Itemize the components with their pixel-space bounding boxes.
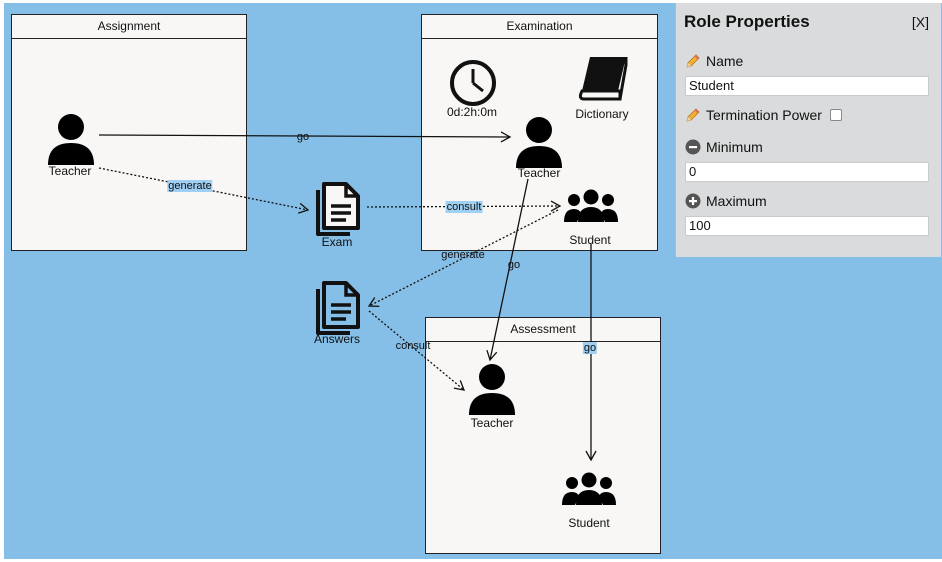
name-field[interactable]: Student xyxy=(685,76,929,96)
role-label-student[interactable]: Student xyxy=(568,516,610,530)
role-label-student[interactable]: Student xyxy=(569,233,611,247)
name-label: Name xyxy=(706,53,744,69)
clock-icon[interactable] xyxy=(448,58,498,108)
role-label-teacher[interactable]: Teacher xyxy=(470,416,514,430)
edge-go-assignment-examination[interactable] xyxy=(98,131,512,143)
person-icon[interactable] xyxy=(514,116,564,168)
minus-circle-icon[interactable] xyxy=(685,139,701,155)
name-row-label: Name xyxy=(685,53,743,69)
person-icon[interactable] xyxy=(46,113,96,165)
resource-label-answers[interactable]: Answers xyxy=(313,332,361,346)
pencil-icon xyxy=(686,54,700,68)
resource-label-dictionary[interactable]: Dictionary xyxy=(575,107,629,121)
group-icon[interactable] xyxy=(561,471,617,507)
edge-label-go[interactable]: go xyxy=(582,342,598,354)
plus-circle-icon[interactable] xyxy=(685,193,701,209)
edge-label-consult[interactable]: consult xyxy=(395,340,431,352)
edge-label-go[interactable]: go xyxy=(296,131,310,143)
maximum-field[interactable]: 100 xyxy=(685,216,929,236)
group-icon[interactable] xyxy=(563,188,619,224)
scene-title[interactable]: Assignment xyxy=(12,15,246,39)
maximum-label: Maximum xyxy=(706,193,767,209)
close-button[interactable]: [X] xyxy=(911,14,929,30)
resource-label-exam[interactable]: Exam xyxy=(321,235,353,249)
role-properties-panel: Role Properties [X] Name Student Termina… xyxy=(675,3,941,257)
termination-row: Termination Power xyxy=(685,107,842,123)
minimum-field[interactable]: 0 xyxy=(685,162,929,182)
person-icon[interactable] xyxy=(467,363,517,415)
role-label-teacher[interactable]: Teacher xyxy=(48,164,92,178)
edge-go-teacher-assessment[interactable] xyxy=(486,178,529,362)
book-icon[interactable] xyxy=(576,53,632,105)
edge-label-consult[interactable]: consult xyxy=(445,201,483,213)
maximum-row-label: Maximum xyxy=(685,193,767,209)
edge-label-generate[interactable]: generate xyxy=(441,249,485,261)
termination-power-checkbox[interactable] xyxy=(829,109,842,121)
role-label-teacher[interactable]: Teacher xyxy=(517,166,561,180)
minimum-label: Minimum xyxy=(706,139,763,155)
termination-power-label: Termination Power xyxy=(706,107,822,123)
document-icon[interactable] xyxy=(310,279,366,335)
edge-label-generate[interactable]: generate xyxy=(167,180,213,192)
scene-assessment[interactable]: Assessment xyxy=(425,317,661,554)
minimum-row-label: Minimum xyxy=(685,139,763,155)
scene-title[interactable]: Assessment xyxy=(426,318,660,342)
edge-consult-answers[interactable] xyxy=(368,310,466,391)
edge-generate-answers[interactable] xyxy=(367,209,559,308)
document-icon[interactable] xyxy=(310,180,366,236)
scene-assignment[interactable]: Assignment xyxy=(11,14,247,251)
edge-generate-exam[interactable] xyxy=(98,167,310,214)
timer-label[interactable]: 0d:2h:0m xyxy=(446,105,498,119)
panel-title: Role Properties xyxy=(684,12,810,31)
scene-title[interactable]: Examination xyxy=(422,15,657,39)
pencil-icon xyxy=(686,108,700,122)
edge-label-go[interactable]: go xyxy=(507,259,521,271)
